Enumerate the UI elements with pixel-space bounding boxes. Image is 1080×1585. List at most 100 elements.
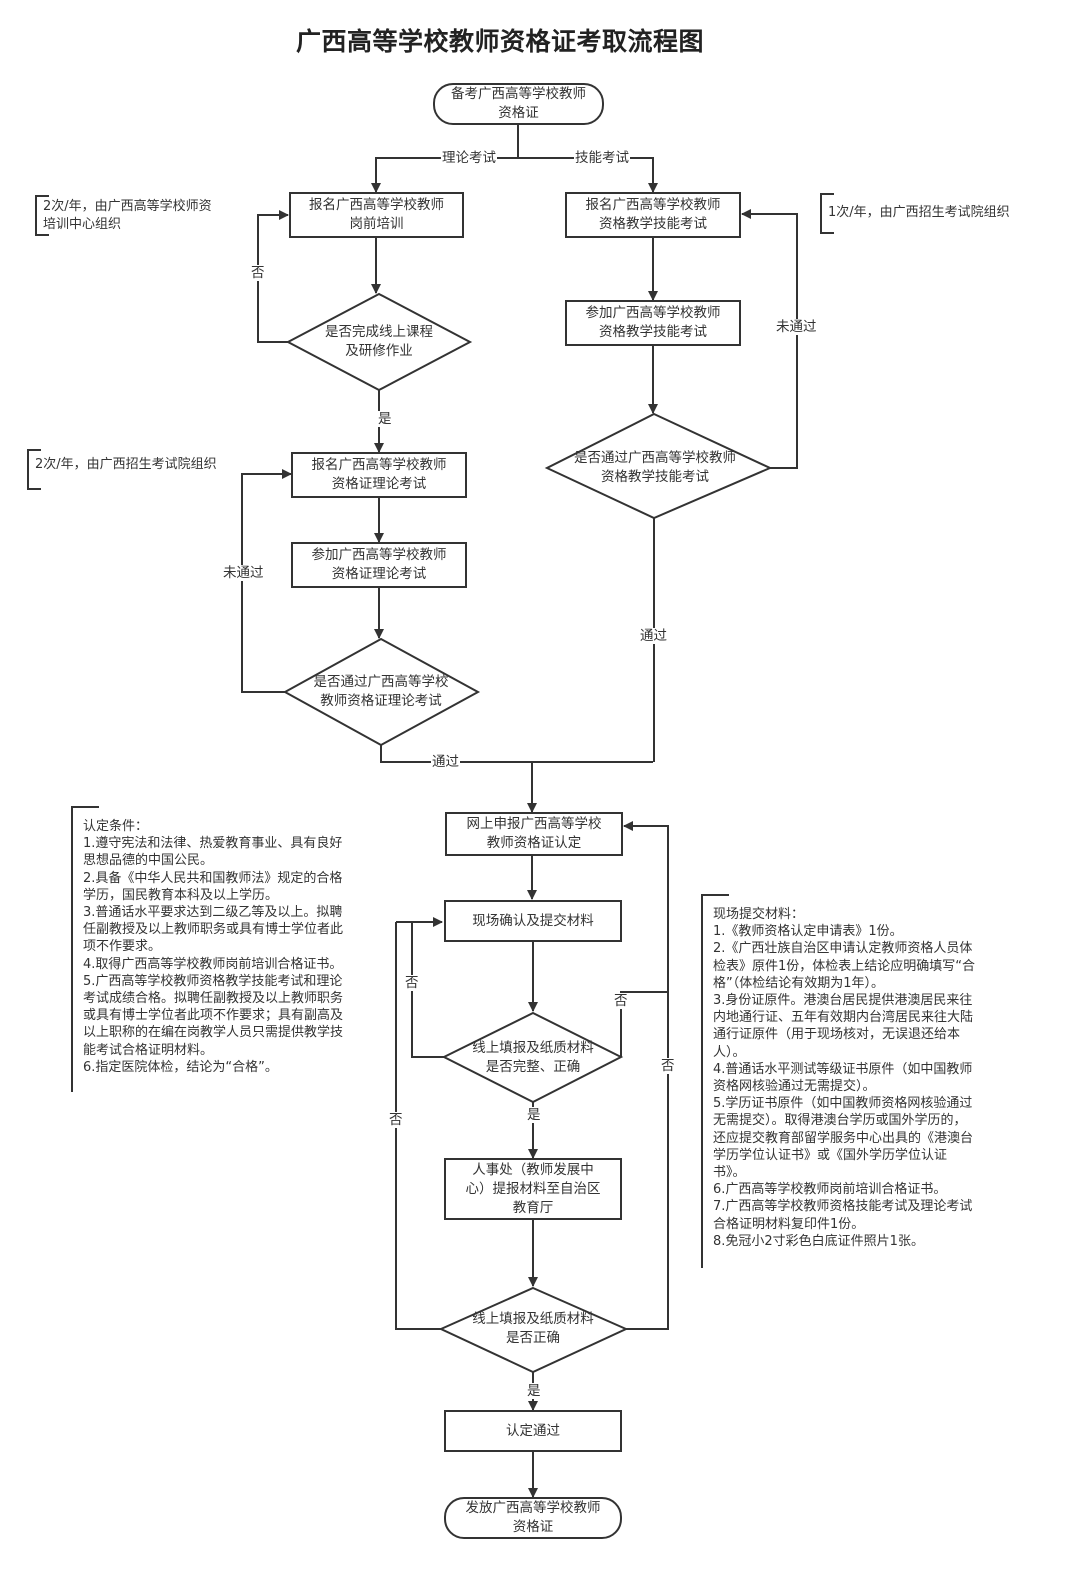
conditions-line: 任副教授及以上教师职务或具有博士学位者此 [83, 922, 344, 938]
node-start-label: 备考广西高等学校教师 资格证 [451, 86, 586, 121]
diamond-online-course-check-text: 是否完成线上课程 及研修作业 [300, 320, 458, 364]
diamond-completeness-check-text: 线上填报及纸质材料 是否完整、正确 [455, 1036, 611, 1080]
materials-line: 8.免冠小2寸彩色白底证件照片1张。 [713, 1233, 924, 1249]
node-skill-take-label: 参加广西高等学校教师 资格教学技能考试 [585, 305, 721, 340]
edge-label-course-no: 否 [250, 265, 266, 281]
node-skill-signup-label: 报名广西高等学校教师 资格教学技能考试 [585, 197, 721, 232]
edge-skill-branch [518, 157, 658, 193]
materials-heading: 现场提交材料： [713, 907, 805, 922]
edge-label-correctness-yes: 是 [526, 1383, 542, 1399]
edge-label-correctness-no-left: 否 [388, 1112, 404, 1128]
edge-label-completeness-no-left: 否 [404, 975, 420, 991]
materials-line: 4.普通话水平测试等级证书原件（如中国教师 [713, 1061, 973, 1077]
note-bracket [71, 806, 99, 1092]
conditions-line: 学历，国民教育本科及以上学历。 [83, 887, 279, 903]
edge-correctness-no-left [395, 922, 441, 1330]
conditions-line: 思想品德的中国公民。 [83, 853, 214, 869]
node-pretraining-signup: 报名广西高等学校教师 岗前培训 [289, 192, 464, 238]
note-bracket [35, 195, 49, 236]
note-certification-conditions: 认定条件： 1.遵守宪法和法律、热爱教育事业、具有良好思想品德的中国公民。2.具… [71, 806, 371, 1092]
note-bracket [27, 449, 41, 490]
edge-label-skill-fail: 未通过 [775, 319, 818, 335]
materials-line: 1.《教师资格认定申请表》1份。 [713, 924, 903, 940]
materials-line: 资格网核验通过无需提交）。 [713, 1079, 876, 1095]
edge-label-course-yes: 是 [377, 411, 393, 427]
edge-theory-fail [241, 469, 292, 693]
edge-completeness-no-left [411, 922, 444, 1058]
materials-line: 格”（体检结论有效期为1年）。 [713, 975, 885, 991]
edge-theory-pass [380, 745, 653, 763]
node-issue-certificate-label: 发放广西高等学校教师 资格证 [465, 1500, 601, 1535]
conditions-line: 考试成绩合格。拟聘任副教授及以上教师职务 [83, 991, 344, 1007]
node-pretraining-signup-label: 报名广西高等学校教师 岗前培训 [309, 197, 444, 232]
diamond-skill-pass-check-label: 是否通过广西高等学校教师 资格教学技能考试 [574, 450, 736, 485]
materials-line: 学历学位认证书》或《国外学历学位认证 [713, 1147, 948, 1163]
edge-label-theory-fail: 未通过 [222, 565, 265, 581]
conditions-line: 4.取得广西高等学校教师岗前培训合格证书。 [83, 956, 343, 972]
node-onsite-confirm-label: 现场确认及提交材料 [472, 912, 594, 929]
node-onsite-confirm: 现场确认及提交材料 [444, 900, 622, 942]
note-skill-text: 1次/年，由广西招生考试院组织 [828, 205, 1010, 220]
materials-line: 3.身份证原件。港澳台居民提供港澳居民来往 [713, 993, 973, 1009]
note-pretraining-schedule: 2次/年，由广西高等学校师资 培训中心组织 [35, 195, 255, 236]
materials-line: 合格证明材料复印件1份。 [713, 1216, 865, 1232]
materials-line: 7.广西高等学校教师资格技能考试及理论考试 [713, 1199, 973, 1215]
node-theory-signup: 报名广西高等学校教师 资格证理论考试 [291, 452, 467, 498]
materials-line: 无需提交）。取得港澳台学历或国外学历的， [713, 1113, 967, 1129]
diamond-theory-pass-check-label: 是否通过广西高等学校 教师资格证理论考试 [313, 674, 449, 709]
materials-line: 6.广西高等学校教师岗前培训合格证书。 [713, 1182, 947, 1198]
materials-list: 1.《教师资格认定申请表》1份。2.《广西壮族自治区申请认定教师资格人员体检表》… [713, 923, 1011, 1250]
materials-line: 通行证原件（用于现场核对，无误退还给本 [713, 1027, 961, 1043]
note-bracket [820, 193, 834, 234]
edge-label-completeness-no-right: 否 [613, 993, 629, 1009]
edge-skill-fail [741, 209, 798, 469]
node-skill-take: 参加广西高等学校教师 资格教学技能考试 [565, 300, 741, 346]
note-onsite-materials: 现场提交材料： 1.《教师资格认定申请表》1份。2.《广西壮族自治区申请认定教师… [701, 894, 1011, 1268]
conditions-line: 或具有博士学位者此项不作要求；具有副高及 [83, 1008, 344, 1024]
node-hr-submit-label: 人事处（教师发展中 心）提报材料至自治区 教育厅 [465, 1161, 601, 1216]
node-approved: 认定通过 [444, 1410, 622, 1452]
node-approved-label: 认定通过 [506, 1422, 560, 1439]
node-online-apply-label: 网上申报广西高等学校 教师资格证认定 [466, 816, 602, 851]
diamond-theory-pass-check-text: 是否通过广西高等学校 教师资格证理论考试 [296, 670, 466, 714]
conditions-list: 1.遵守宪法和法律、热爱教育事业、具有良好思想品德的中国公民。2.具备《中华人民… [83, 835, 371, 1076]
node-issue-certificate: 发放广西高等学校教师 资格证 [444, 1497, 622, 1539]
node-hr-submit: 人事处（教师发展中 心）提报材料至自治区 教育厅 [444, 1158, 622, 1220]
node-theory-take: 参加广西高等学校教师 资格证理论考试 [291, 542, 467, 588]
node-skill-signup: 报名广西高等学校教师 资格教学技能考试 [565, 192, 741, 238]
edge-label-correctness-no-right: 否 [660, 1058, 676, 1074]
edge-label-skill-branch: 技能考试 [574, 150, 630, 166]
conditions-line: 1.遵守宪法和法律、热爱教育事业、具有良好 [83, 836, 343, 852]
conditions-line: 5.广西高等学校教师资格教学技能考试和理论 [83, 973, 343, 989]
conditions-line: 6.指定医院体检，结论为“合格”。 [83, 1059, 278, 1075]
node-theory-take-label: 参加广西高等学校教师 资格证理论考试 [311, 547, 447, 582]
note-pretraining-text: 2次/年，由广西高等学校师资 培训中心组织 [43, 199, 212, 232]
materials-line: 书》。 [713, 1165, 746, 1181]
diamond-correctness-check-label: 线上填报及纸质材料 是否正确 [472, 1311, 594, 1346]
edge-completeness-no-right [620, 991, 668, 1057]
note-bracket [701, 894, 729, 1268]
conditions-line: 以上职称的在编在岗教学人员只需提供教学技 [83, 1025, 344, 1041]
diamond-skill-pass-check-text: 是否通过广西高等学校教师 资格教学技能考试 [560, 446, 750, 490]
materials-line: 人）。 [713, 1044, 746, 1060]
node-online-apply: 网上申报广西高等学校 教师资格证认定 [445, 812, 623, 856]
conditions-heading: 认定条件： [83, 819, 149, 834]
edge-correctness-no-right [623, 821, 669, 1330]
diamond-correctness-check-text: 线上填报及纸质材料 是否正确 [455, 1307, 611, 1351]
page-title: 广西高等学校教师资格证考取流程图 [295, 27, 704, 56]
materials-line: 5.学历证书原件（如中国教师资格网核验通过 [713, 1096, 973, 1112]
diamond-online-course-check-label: 是否完成线上课程 及研修作业 [325, 324, 433, 359]
materials-line: 还应提交教育部留学服务中心出具的《港澳台 [713, 1130, 974, 1146]
materials-line: 2.《广西壮族自治区申请认定教师资格人员体 [713, 941, 973, 957]
edge-label-theory-branch: 理论考试 [441, 150, 497, 166]
node-theory-signup-label: 报名广西高等学校教师 资格证理论考试 [311, 457, 447, 492]
conditions-line: 3.普通话水平要求达到二级乙等及以上。拟聘 [83, 905, 343, 921]
note-theory-text: 2次/年，由广西招生考试院组织 [35, 457, 217, 472]
edge-label-theory-pass: 通过 [431, 754, 460, 770]
conditions-line: 能考试合格证明材料。 [83, 1042, 214, 1058]
edge-label-skill-pass: 通过 [639, 628, 668, 644]
conditions-line: 2.具备《中华人民共和国教师法》规定的合格 [83, 870, 343, 886]
materials-line: 检表》原件1份，体检表上结论应明确填写“合 [713, 958, 976, 974]
note-skill-schedule: 1次/年，由广西招生考试院组织 [820, 193, 1050, 234]
